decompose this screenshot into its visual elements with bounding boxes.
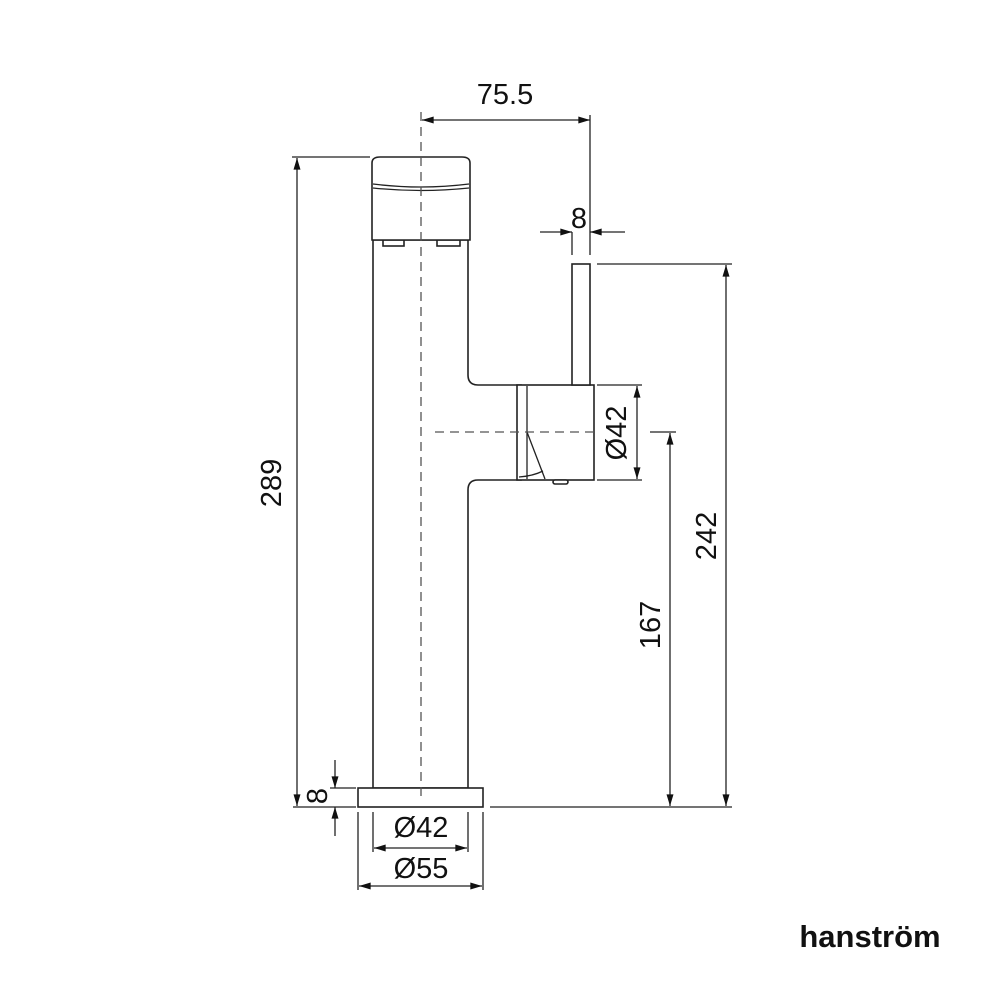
dim-label: 289 [256, 459, 288, 507]
tap-cap [371, 156, 471, 247]
lever-handle[interactable] [571, 263, 591, 386]
dim-label: 242 [691, 512, 723, 560]
tap-body [372, 239, 522, 789]
dim-label: Ø42 [394, 812, 449, 844]
spout [516, 384, 595, 485]
dim-base-diameter: Ø55 [357, 812, 484, 890]
dim-label: 8 [302, 788, 334, 804]
dim-base-thickness: 8 [293, 760, 356, 836]
dim-spout-height: 167 [635, 431, 676, 806]
dim-label: 8 [571, 203, 587, 235]
brand-logo: hanström [799, 919, 940, 954]
dim-body-diameter: Ø42 [372, 812, 469, 852]
aerator-nozzle [552, 479, 569, 485]
dim-spout-reach: 75.5 [421, 79, 591, 255]
dim-lever-height: 242 [597, 263, 732, 806]
dim-spout-diameter: Ø42 [597, 384, 642, 481]
dim-label: Ø42 [601, 406, 633, 461]
dim-label: 167 [635, 601, 667, 649]
dim-label: 75.5 [477, 79, 533, 111]
dim-total-height: 289 [256, 156, 370, 806]
dim-label: Ø55 [394, 853, 449, 885]
dim-lever-width: 8 [540, 203, 625, 255]
